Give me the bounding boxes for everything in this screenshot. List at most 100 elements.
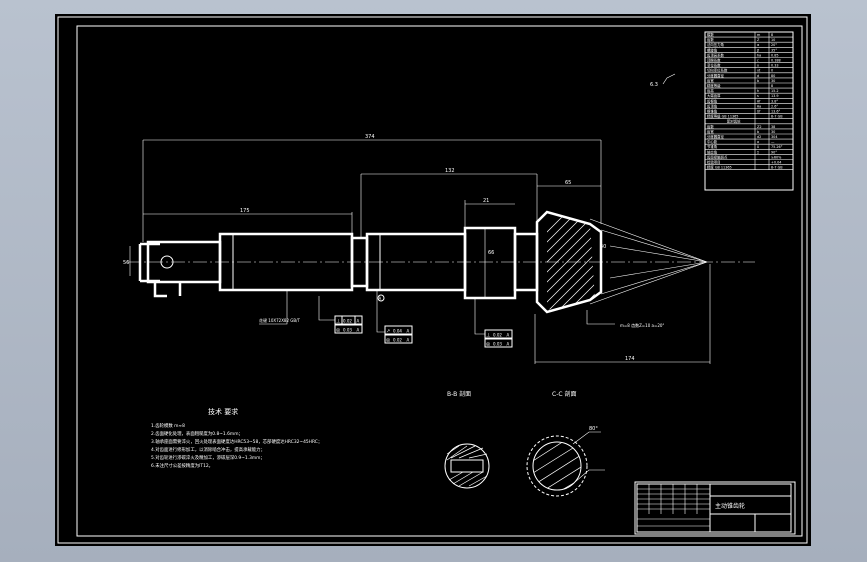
dim-left-end: 56 xyxy=(123,260,129,266)
title-block-name: 主动锥齿轮 xyxy=(715,502,745,510)
table-cell-name: 变位系数 xyxy=(707,63,721,68)
table-cell-symbol: a xyxy=(757,140,759,144)
table-cell-value: 0 xyxy=(771,69,773,73)
table-cell-symbol: ha xyxy=(757,53,761,57)
table-cell-value: 30 xyxy=(771,130,775,134)
svg-text:◎: ◎ xyxy=(486,342,491,348)
table-cell-value: — xyxy=(771,140,775,144)
table-cell-value: 2.6° xyxy=(771,104,778,108)
table-cell-value: 80 xyxy=(771,74,775,78)
table-cell-symbol: δf xyxy=(757,110,761,114)
table-cell-value: 8-7 GB xyxy=(771,166,783,170)
table-cell-value: 0.188 xyxy=(771,59,781,63)
table-cell-symbol: θf xyxy=(757,99,761,103)
cone-line-2 xyxy=(600,261,708,295)
table-cell-name: 齿数 xyxy=(707,124,714,129)
tech-notes-title: 技术 要求 xyxy=(208,407,238,416)
table-cell-value: 38 xyxy=(771,125,775,129)
table-cell-name: 模数 xyxy=(707,32,714,37)
section-cc-label: C-C 剖面 xyxy=(552,390,576,398)
table-cell-name: 检验项目 xyxy=(707,160,721,165)
table-cell-symbol: Z2 xyxy=(757,125,761,129)
table-cell-symbol: h xyxy=(757,89,759,93)
table-cell-symbol: b xyxy=(757,130,759,134)
left-end xyxy=(138,242,160,283)
table-cell-name: 轴交角 xyxy=(707,149,717,154)
dim-bottom-overall: 174 xyxy=(625,356,635,362)
cone-line-6 xyxy=(609,261,708,279)
table-cell-symbol: α xyxy=(757,43,760,47)
outer-border xyxy=(57,16,808,544)
table-cell-symbol: xt xyxy=(757,69,761,73)
table-cell-name: 根锥角 xyxy=(707,109,717,114)
note-1: 1.齿轮模数 m≈8 xyxy=(151,422,185,429)
cone-line-5 xyxy=(609,245,708,263)
svg-text:◎: ◎ xyxy=(386,338,391,344)
svg-text:0.02: 0.02 xyxy=(343,319,352,324)
table-cell-value: 13.6° xyxy=(771,110,781,114)
table-cell-name: 分度圆直径 xyxy=(707,73,725,78)
tol-frame-1: ⊥ 0.02 A ◎ 0.03 A xyxy=(318,296,363,334)
table-cell-name: 齿根角 xyxy=(707,98,717,103)
svg-text:⊥: ⊥ xyxy=(336,319,340,325)
table-cell-name: 精度等级 xyxy=(707,83,721,88)
svg-text:0.04: 0.04 xyxy=(393,329,402,334)
table-cell-value: 10 xyxy=(771,38,775,42)
table-cell-symbol: Σ xyxy=(757,150,759,154)
table-cell-value: 90° xyxy=(771,150,777,154)
table-cell-value: 30 xyxy=(771,79,775,83)
table-cell-value: 20° xyxy=(771,43,777,47)
bevel-gear-body xyxy=(535,210,603,314)
table-cell-symbol: x xyxy=(757,64,759,68)
svg-text:A: A xyxy=(407,329,410,334)
cone-line-4 xyxy=(589,261,708,305)
dimensions: 374 175 132 65 21 66 56 174 6.3 40 xyxy=(123,73,711,364)
svg-text:0.02: 0.02 xyxy=(393,338,402,343)
table-cell-symbol: Z xyxy=(757,38,760,42)
table-cell-value: +0.04 xyxy=(771,161,781,165)
table-cell-name: 大端齿厚 xyxy=(707,93,721,98)
center-hole xyxy=(160,255,174,269)
table-cell-value: 3.8° xyxy=(771,99,778,103)
table-cell-name: 齿顶角 xyxy=(707,103,717,108)
title-block-grid xyxy=(637,484,710,527)
note-6: 6.未注尺寸公差按精度为IT12。 xyxy=(151,462,213,469)
note-4: 4.对齿面进行修形加工，以消除啮合冲击，提高承载能力； xyxy=(151,446,265,453)
spline-note: 花键 10X72X82 GB/T xyxy=(259,317,300,323)
table-cell-name: 法向压力角 xyxy=(707,42,724,47)
table-cell-name: 齿宽 xyxy=(707,78,714,83)
table-cell-value: 304 xyxy=(771,135,777,139)
svg-text:0.03: 0.03 xyxy=(493,342,502,347)
table-cell-symbol: b xyxy=(757,79,759,83)
cone-line-1 xyxy=(600,229,708,263)
svg-text:0.02: 0.02 xyxy=(493,333,502,338)
table-cell-name: 齿宽 xyxy=(707,129,714,134)
table-cell-value: 8-7 GB xyxy=(771,115,783,119)
roughness-symbol xyxy=(662,73,676,85)
svg-text:A: A xyxy=(357,319,360,324)
table-cell-value: ≥60% xyxy=(771,155,782,159)
note-2: 2.齿面硬化处理，表面粗糙度为0.8~1.6mm； xyxy=(151,430,243,437)
table-cell-value: 8 xyxy=(771,33,773,37)
cc-hatch xyxy=(533,442,581,490)
table-cell-symbol: δ xyxy=(757,145,759,149)
dim-mid-seg: 132 xyxy=(445,168,455,174)
drawing-canvas: 374 175 132 65 21 66 56 174 6.3 40 花键 10… xyxy=(55,14,811,546)
note-5: 5.对齿轮进行渗碳淬火及精加工，渗碳层深0.9~1.3mm； xyxy=(151,454,265,461)
dim-right-seg: 65 xyxy=(565,180,571,186)
table-cell-name: 精度等级 GB 11365 xyxy=(707,114,738,119)
table-cell-value: 75.26° xyxy=(771,145,783,149)
tol-frame-2: ↗ 0.04 A ◎ 0.02 A xyxy=(376,290,413,344)
svg-text:A: A xyxy=(507,342,510,347)
table-cell-symbol: β xyxy=(757,48,759,52)
table-cell-name: 顶隙系数 xyxy=(707,58,721,63)
table-cell-name: 切向变位系数 xyxy=(707,68,728,73)
dim-tip: 40 xyxy=(600,244,606,250)
table-cell-symbol: m xyxy=(757,33,761,37)
table-cell-name: 齿数 xyxy=(707,37,714,42)
svg-text:A: A xyxy=(407,338,410,343)
tech-notes: 技术 要求 1.齿轮模数 m≈8 2.齿面硬化处理，表面粗糙度为0.8~1.6m… xyxy=(151,407,322,469)
dim-hub-dia: 66 xyxy=(488,250,494,256)
shaft-view xyxy=(127,210,755,314)
